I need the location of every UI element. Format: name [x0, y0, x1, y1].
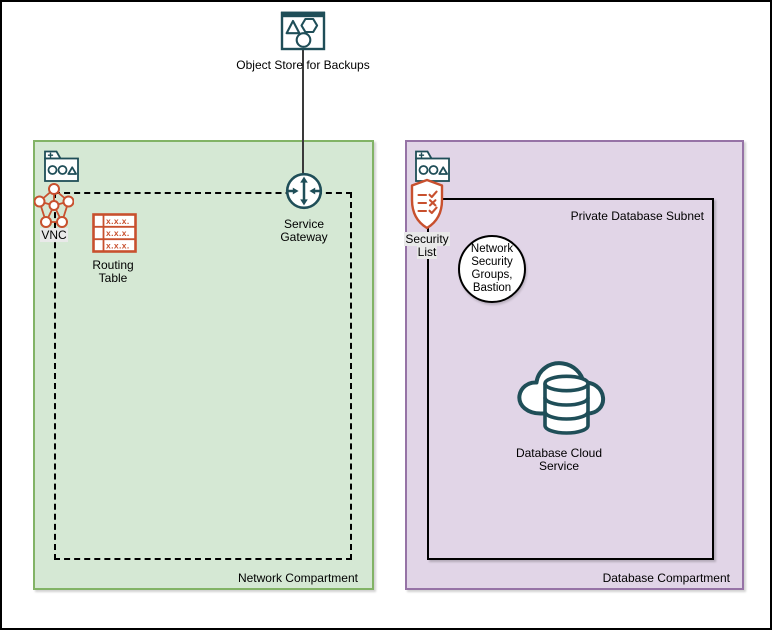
service-gateway-node[interactable] — [282, 169, 326, 213]
private-database-subnet-box[interactable]: Private Database Subnet — [427, 198, 714, 560]
network-compartment-icon-node[interactable] — [43, 150, 80, 183]
network-subnet-dashed-box[interactable] — [54, 192, 352, 560]
svg-text:x.x.x.: x.x.x. — [106, 228, 130, 238]
routing-table-node[interactable]: x.x.x. x.x.x. x.x.x. — [92, 213, 137, 253]
compartment-folder-icon — [44, 150, 79, 182]
database-cloud-service-node[interactable] — [510, 350, 610, 440]
object-store-node[interactable] — [280, 10, 326, 51]
svg-text:x.x.x.: x.x.x. — [106, 241, 130, 251]
object-store-icon — [280, 11, 326, 51]
network-compartment-label: Network Compartment — [237, 571, 358, 585]
routing-table-label: Routing Table — [92, 258, 134, 285]
database-cloud-service-label: Database Cloud Service — [515, 446, 603, 473]
nsg-bastion-node[interactable]: Network Security Groups, Bastion — [458, 235, 526, 303]
vnc-label: VNC — [40, 228, 68, 242]
security-list-node[interactable] — [409, 178, 445, 230]
security-list-label: Security List — [404, 232, 450, 259]
service-gateway-label: Service Gateway — [280, 217, 328, 244]
vcn-network-icon — [34, 183, 74, 228]
network-compartment[interactable]: Network Compartment — [33, 140, 374, 590]
service-gateway-icon — [285, 172, 323, 210]
database-compartment-label: Database Compartment — [602, 571, 730, 585]
security-list-shield-icon — [410, 178, 444, 230]
routing-table-icon: x.x.x. x.x.x. x.x.x. — [92, 213, 137, 253]
vnc-node[interactable] — [34, 182, 74, 228]
private-database-subnet-label: Private Database Subnet — [570, 209, 704, 223]
database-compartment[interactable]: Database Compartment — [405, 140, 744, 590]
database-cloud-icon — [517, 361, 606, 435]
nsg-bastion-label: Network Security Groups, Bastion — [470, 243, 514, 294]
object-store-label: Object Store for Backups — [236, 58, 370, 72]
object-store-connector-line — [302, 50, 304, 174]
svg-text:x.x.x.: x.x.x. — [106, 216, 130, 226]
